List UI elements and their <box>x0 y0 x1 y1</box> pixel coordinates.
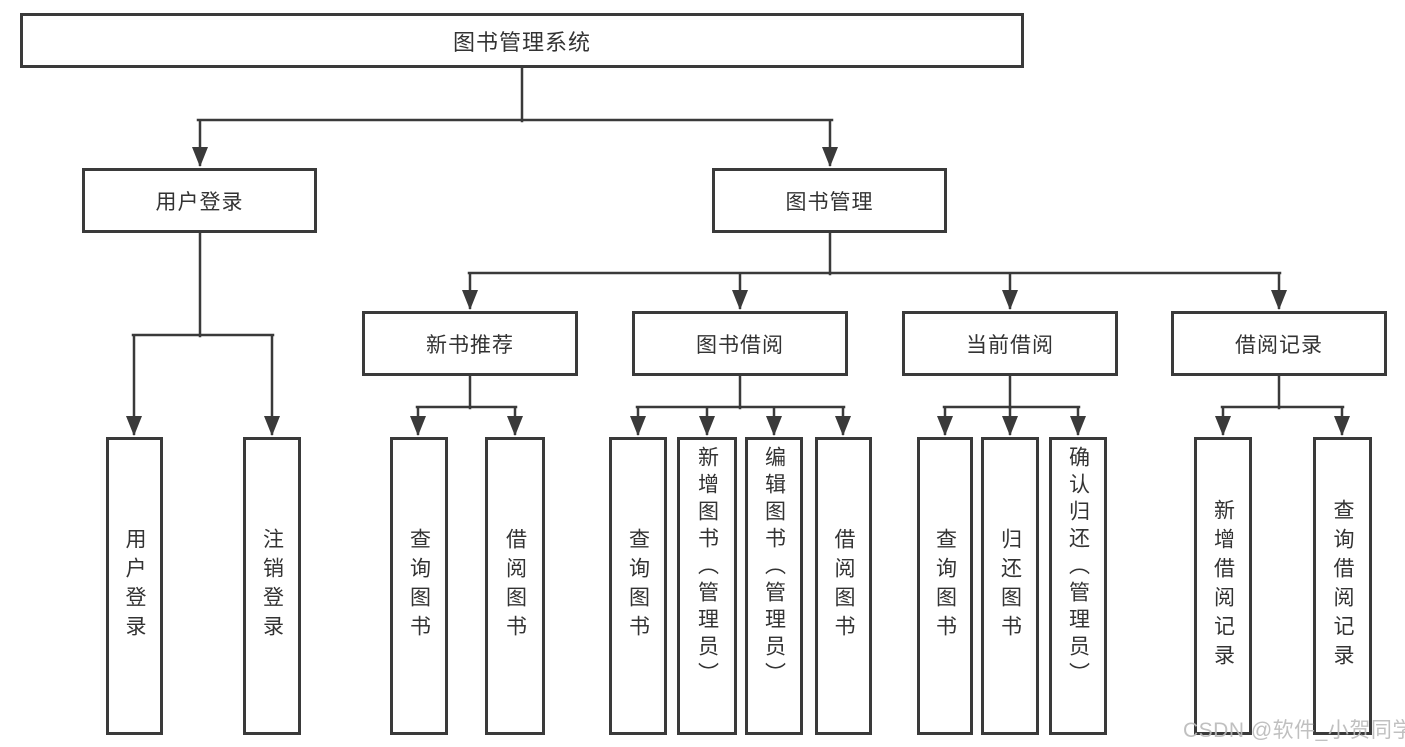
leaf-logout-label: 注销登录 <box>260 528 284 644</box>
node-book-mgmt: 图书管理 <box>712 168 947 233</box>
leaf-query-borrow-record: 查询借阅记录 <box>1313 437 1372 735</box>
node-borrow-record-label: 借阅记录 <box>1235 333 1323 357</box>
node-current-borrow-label: 当前借阅 <box>966 333 1054 357</box>
leaf-query-book-b-label: 查询图书 <box>626 528 650 644</box>
node-new-book-rec: 新书推荐 <box>362 311 578 376</box>
leaf-query-book-c-label: 查询图书 <box>933 528 957 644</box>
leaf-borrow-book-b-label: 借阅图书 <box>832 528 855 644</box>
leaf-query-book-a: 查询图书 <box>390 437 448 735</box>
node-user-login: 用户登录 <box>82 168 317 233</box>
leaf-confirm-return: 确认归还（管理员） <box>1049 437 1107 735</box>
node-book-mgmt-label: 图书管理 <box>785 190 874 214</box>
leaf-borrow-book-a: 借阅图书 <box>485 437 545 735</box>
leaf-add-book-label: 新增图书（管理员） <box>695 446 719 689</box>
node-root: 图书管理系统 <box>20 13 1024 68</box>
node-borrow-record: 借阅记录 <box>1171 311 1387 376</box>
leaf-query-book-c: 查询图书 <box>917 437 973 735</box>
leaf-borrow-book-b: 借阅图书 <box>815 437 872 735</box>
leaf-edit-book: 编辑图书（管理员） <box>745 437 803 735</box>
node-book-borrow: 图书借阅 <box>632 311 848 376</box>
leaf-confirm-return-label: 确认归还（管理员） <box>1066 446 1090 689</box>
node-current-borrow: 当前借阅 <box>902 311 1118 376</box>
leaf-query-borrow-record-label: 查询借阅记录 <box>1331 499 1354 673</box>
leaf-add-book: 新增图书（管理员） <box>677 437 737 735</box>
leaf-return-book-label: 归还图书 <box>998 528 1022 644</box>
leaf-user-login: 用户登录 <box>106 437 163 735</box>
leaf-add-borrow-record-label: 新增借阅记录 <box>1211 499 1235 673</box>
csdn-watermark: CSDN @软件_小贺同学 <box>1183 719 1405 742</box>
leaf-query-book-b: 查询图书 <box>609 437 667 735</box>
node-user-login-label: 用户登录 <box>155 190 244 214</box>
node-root-label: 图书管理系统 <box>452 29 591 55</box>
leaf-borrow-book-a-label: 借阅图书 <box>503 528 527 644</box>
leaf-edit-book-label: 编辑图书（管理员） <box>762 446 786 689</box>
leaf-query-book-a-label: 查询图书 <box>407 528 431 644</box>
leaf-return-book: 归还图书 <box>981 437 1039 735</box>
node-new-book-rec-label: 新书推荐 <box>426 333 514 357</box>
leaf-logout: 注销登录 <box>243 437 301 735</box>
leaf-add-borrow-record: 新增借阅记录 <box>1194 437 1252 735</box>
leaf-user-login-label: 用户登录 <box>123 528 146 644</box>
node-book-borrow-label: 图书借阅 <box>696 333 784 357</box>
